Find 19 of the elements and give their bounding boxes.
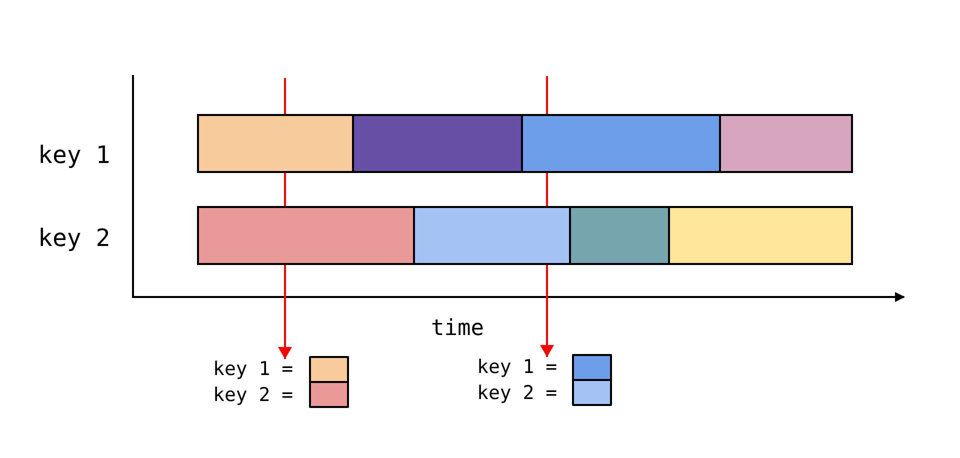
timeline-segment — [521, 114, 721, 173]
timeline-segment — [197, 114, 354, 173]
timeline-segment — [352, 114, 523, 173]
snapshot-label: key 2 = — [213, 386, 294, 405]
value-swatch — [572, 354, 612, 381]
axis-label: time — [431, 318, 484, 340]
value-swatch — [309, 381, 349, 408]
snapshot-label: key 1 = — [477, 358, 558, 377]
timeline-segment — [719, 114, 853, 173]
snapshot-label: key 1 = — [213, 360, 294, 379]
timeline-segment — [668, 206, 853, 265]
snapshot-label: key 2 = — [477, 384, 558, 403]
value-swatch — [309, 356, 349, 383]
row-label: key 2 — [38, 226, 110, 250]
timeline-segment — [197, 206, 415, 265]
row-label: key 1 — [38, 143, 110, 167]
value-swatch — [572, 379, 612, 406]
timeline-segment — [413, 206, 571, 265]
timeline-segment — [569, 206, 670, 265]
